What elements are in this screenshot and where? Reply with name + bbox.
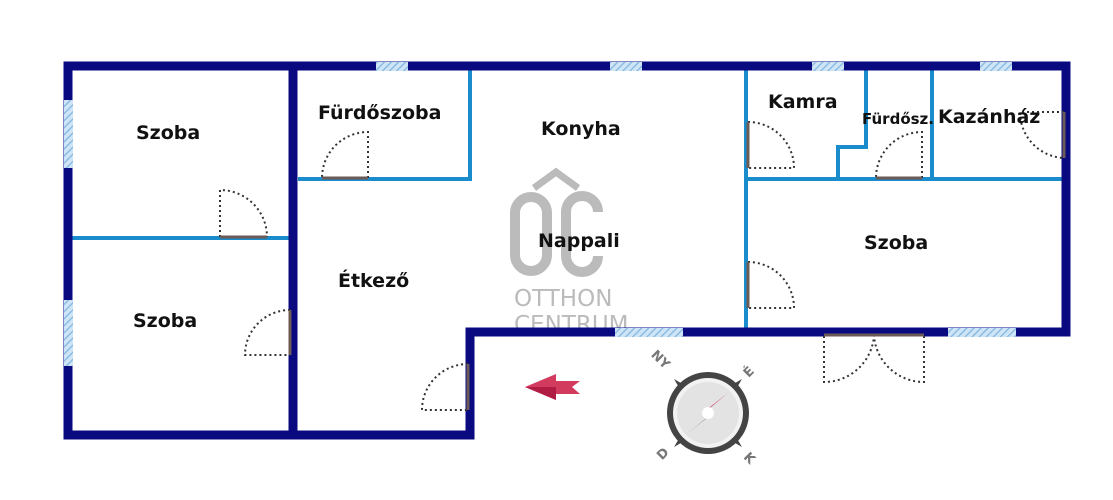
compass-nw: NY <box>648 348 673 373</box>
room-label-kazanhaz: Kazánház <box>938 106 1040 128</box>
compass-se: K <box>740 450 758 468</box>
logo-line1: OTTHON <box>514 286 612 312</box>
room-label-nappali: Nappali <box>538 230 620 252</box>
outer-walls <box>63 61 1071 440</box>
compass-sw: D <box>654 445 672 463</box>
room-label-etkezo: Étkező <box>338 269 409 292</box>
doors <box>219 111 1066 411</box>
room-label-szoba: Szoba <box>864 232 928 254</box>
room-label-furdoszoba: Fürdőszoba <box>318 102 441 124</box>
room-label-szoba: Szoba <box>133 310 197 332</box>
room-label-szoba: Szoba <box>136 122 200 144</box>
compass-icon: NY É D K <box>648 348 759 469</box>
compass-ne: É <box>740 363 758 381</box>
windows <box>64 62 1016 366</box>
room-label-konyha: Konyha <box>541 118 621 140</box>
logo-watermark: OTTHON CENTRUM <box>510 167 629 338</box>
room-label-kamra: Kamra <box>768 91 838 113</box>
room-label-furdosz: Fürdősz. <box>862 110 934 128</box>
entrance-arrow-icon <box>525 374 580 400</box>
